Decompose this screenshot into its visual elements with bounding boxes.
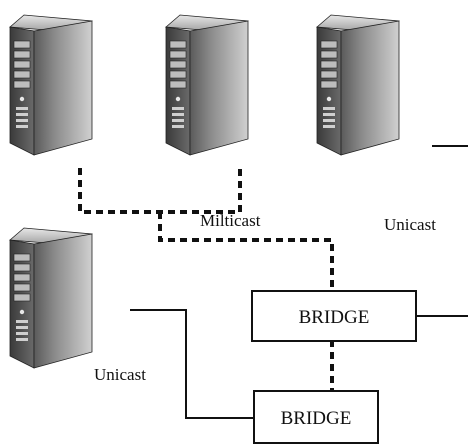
- bridge-2: BRIDGE: [253, 390, 379, 444]
- server-2: [165, 14, 249, 156]
- multicast-label: Milticast: [200, 211, 261, 230]
- server-tower-icon: [9, 14, 93, 156]
- unicast-right-label: Unicast: [384, 215, 436, 234]
- multicast-link-server1: [78, 168, 242, 214]
- bridge-1: BRIDGE: [251, 290, 417, 342]
- bridge-label: BRIDGE: [299, 307, 370, 328]
- bridge-box: [251, 290, 417, 342]
- multicast-link-trunk: [158, 212, 334, 290]
- unicast-link-server4: [130, 309, 254, 419]
- bridge-box: [253, 390, 379, 444]
- server-4: [9, 227, 93, 369]
- server-tower-icon: [165, 14, 249, 156]
- server-3: [316, 14, 400, 156]
- server-1: [9, 14, 93, 156]
- multicast-links: [78, 168, 334, 390]
- bridge-label: BRIDGE: [281, 408, 352, 429]
- unicast-links: [130, 145, 468, 419]
- unicast-left-label: Unicast: [94, 365, 146, 384]
- server-tower-icon: [316, 14, 400, 156]
- server-tower-icon: [9, 227, 93, 369]
